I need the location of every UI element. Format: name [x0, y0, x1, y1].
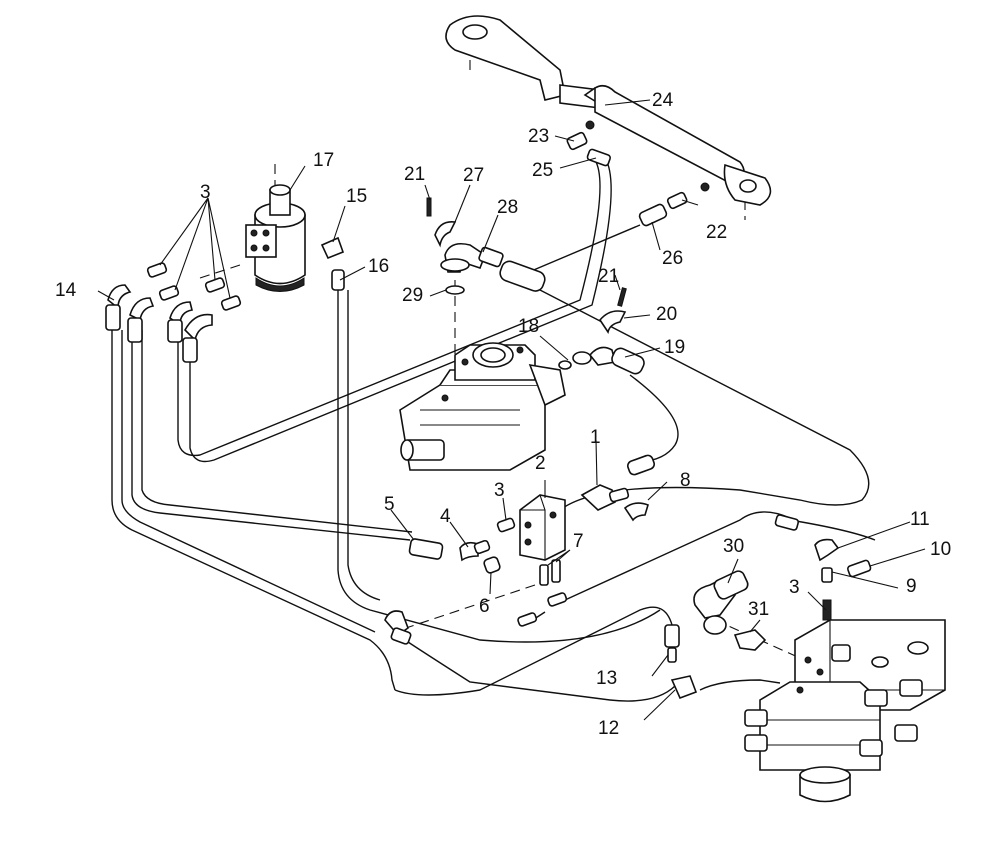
- callout-22: 22: [706, 222, 727, 243]
- callout-21: 21: [404, 164, 425, 185]
- distribution-block: [519, 494, 566, 561]
- control-valve-assembly: [744, 599, 946, 803]
- callout-15: 15: [346, 186, 367, 207]
- callout-13: 13: [596, 668, 617, 689]
- callout-7: 7: [573, 531, 584, 552]
- callout-29: 29: [402, 285, 423, 306]
- hose-clamps: [426, 197, 627, 334]
- callout-16: 16: [368, 256, 389, 277]
- steering-unit: [245, 184, 306, 292]
- callout-8: 8: [680, 470, 691, 491]
- callout-23: 23: [528, 126, 549, 147]
- cylinder-fittings: [566, 131, 688, 227]
- pump-fittings: [440, 242, 645, 375]
- leader-lines: [97, 99, 926, 721]
- callout-14: 14: [55, 280, 77, 301]
- callout-27: 27: [463, 165, 484, 186]
- callout-28: 28: [497, 197, 518, 218]
- callout-11: 11: [910, 509, 930, 530]
- callout-26: 26: [662, 248, 683, 269]
- callout-5: 5: [384, 494, 395, 515]
- callout-21: 21: [598, 266, 619, 287]
- callout-30: 30: [723, 536, 744, 557]
- callout-3: 3: [200, 182, 211, 203]
- callout-4: 4: [440, 506, 451, 527]
- callout-25: 25: [532, 160, 553, 181]
- hydraulic-pump: [399, 342, 566, 471]
- callout-9: 9: [906, 576, 917, 597]
- valve-fittings: [384, 514, 872, 700]
- callout-1: 1: [590, 427, 601, 448]
- block-fittings: [408, 454, 656, 627]
- callout-3: 3: [494, 480, 505, 501]
- motor-fittings: [105, 236, 345, 363]
- callout-31: 31: [748, 599, 769, 620]
- callout-6: 6: [479, 596, 490, 617]
- callout-18: 18: [518, 316, 539, 337]
- callout-2: 2: [535, 453, 546, 474]
- callout-19: 19: [664, 337, 685, 358]
- callout-24: 24: [652, 90, 674, 111]
- callout-20: 20: [656, 304, 677, 325]
- callout-17: 17: [313, 150, 334, 171]
- callout-3: 3: [789, 577, 800, 598]
- callout-10: 10: [930, 539, 951, 560]
- hydraulic-cylinder: [445, 15, 772, 206]
- callout-12: 12: [598, 718, 619, 739]
- callout-labels: 1 2 3 3 3 4 5 6 7 8 9 10 11 12 13 14 15 …: [55, 90, 951, 739]
